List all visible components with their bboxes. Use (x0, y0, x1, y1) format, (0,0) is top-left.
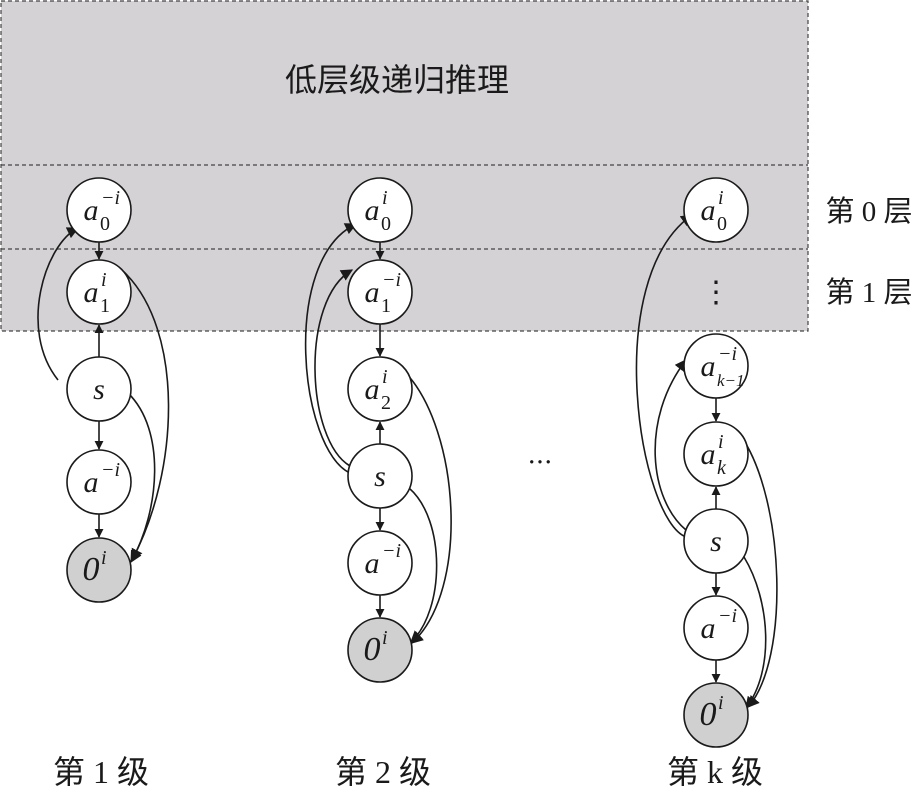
node-symbol: a (365, 194, 380, 227)
node-symbol: 0 (700, 696, 717, 733)
edge-col2-3-to-5 (408, 487, 438, 643)
column-label-2: 第 2 级 (335, 754, 431, 790)
node-subscript: 1 (100, 295, 110, 317)
node-circle (683, 595, 749, 661)
node-symbol: a (365, 547, 380, 580)
edge-col3-3-to-0 (635, 214, 693, 538)
node-col2-3: s (347, 443, 413, 509)
node-subscript: 2 (381, 392, 391, 414)
node-circle (347, 356, 413, 422)
node-symbol: 0 (83, 551, 100, 588)
node-circle (347, 177, 413, 243)
node-circle (66, 259, 132, 325)
node-circle (347, 530, 413, 596)
node-circle (347, 443, 413, 509)
outcome-node-circle (66, 537, 132, 603)
edge-col3-3-to-1 (654, 359, 687, 531)
edge-col2-3-to-1 (314, 269, 354, 467)
node-col1-2: s (66, 356, 132, 422)
edge-col3-2-to-5 (740, 435, 778, 708)
layer-label-1: 第 1 层 (825, 276, 912, 309)
node-symbol: a (701, 350, 716, 383)
node-superscript: i (718, 692, 724, 714)
outcome-node-circle (683, 682, 749, 748)
node-circle (66, 356, 132, 422)
node-circle (683, 508, 749, 574)
outcome-node-circle (347, 617, 413, 683)
node-col1-3: a−i (66, 449, 132, 515)
edge-col1-2-to-4 (127, 392, 156, 564)
node-superscript: i (382, 187, 388, 209)
node-superscript: i (382, 366, 388, 388)
node-symbol: a (701, 612, 716, 645)
node-symbol: s (374, 460, 386, 493)
node-col2-4: a−i (347, 530, 413, 596)
column-label-k: 第 k 级 (667, 754, 763, 790)
node-symbol: a (701, 194, 716, 227)
node-superscript: i (101, 547, 107, 569)
node-subscript: 1 (381, 295, 391, 317)
edge-col3-3-to-5 (743, 556, 767, 709)
edges (37, 214, 778, 709)
node-subscript: k (717, 457, 727, 479)
edge-col1-1-to-4 (123, 271, 170, 562)
node-symbol: a (84, 276, 99, 309)
node-subscript: 0 (717, 213, 727, 235)
node-col3-4: a−i (683, 595, 749, 661)
node-subscript: 0 (100, 213, 110, 235)
node-symbol: a (84, 466, 99, 499)
band-title: 低层级递归推理 (285, 62, 509, 98)
node-superscript: i (101, 269, 107, 291)
node-symbol: a (84, 194, 99, 227)
layer-label-0: 第 0 层 (825, 195, 912, 228)
node-col1-0: a−i 0 (66, 177, 132, 243)
node-superscript: i (718, 187, 724, 209)
node-circle (683, 421, 749, 487)
node-superscript: i (718, 431, 724, 453)
column-label-1: 第 1 级 (53, 754, 149, 790)
node-circle (683, 177, 749, 243)
node-symbol: a (365, 373, 380, 406)
node-circle (66, 177, 132, 243)
horizontal-ellipsis: ··· (528, 448, 553, 478)
node-circle (347, 259, 413, 325)
node-superscript: −i (101, 187, 120, 209)
node-superscript: −i (101, 459, 120, 481)
edge-col2-3-to-0 (304, 223, 358, 474)
node-symbol: s (93, 373, 105, 406)
node-circle (66, 449, 132, 515)
node-superscript: −i (382, 269, 401, 291)
node-symbol: a (365, 276, 380, 309)
node-symbol: a (701, 438, 716, 471)
node-subscript: k−1 (717, 371, 745, 390)
edge-col1-2-to-0 (37, 227, 80, 381)
node-col3-1: a−i k−1 (683, 333, 749, 399)
node-symbol: s (710, 525, 722, 558)
vertical-ellipsis: ⋮ (701, 275, 731, 310)
node-superscript: −i (718, 605, 737, 627)
node-superscript: −i (718, 343, 737, 365)
node-col2-1: a−i 1 (347, 259, 413, 325)
node-col3-3: s (683, 508, 749, 574)
node-circle (683, 333, 749, 399)
node-superscript: i (382, 627, 388, 649)
node-subscript: 0 (381, 213, 391, 235)
node-symbol: 0 (364, 631, 381, 668)
node-superscript: −i (382, 540, 401, 562)
edge-col2-2-to-5 (404, 371, 452, 644)
